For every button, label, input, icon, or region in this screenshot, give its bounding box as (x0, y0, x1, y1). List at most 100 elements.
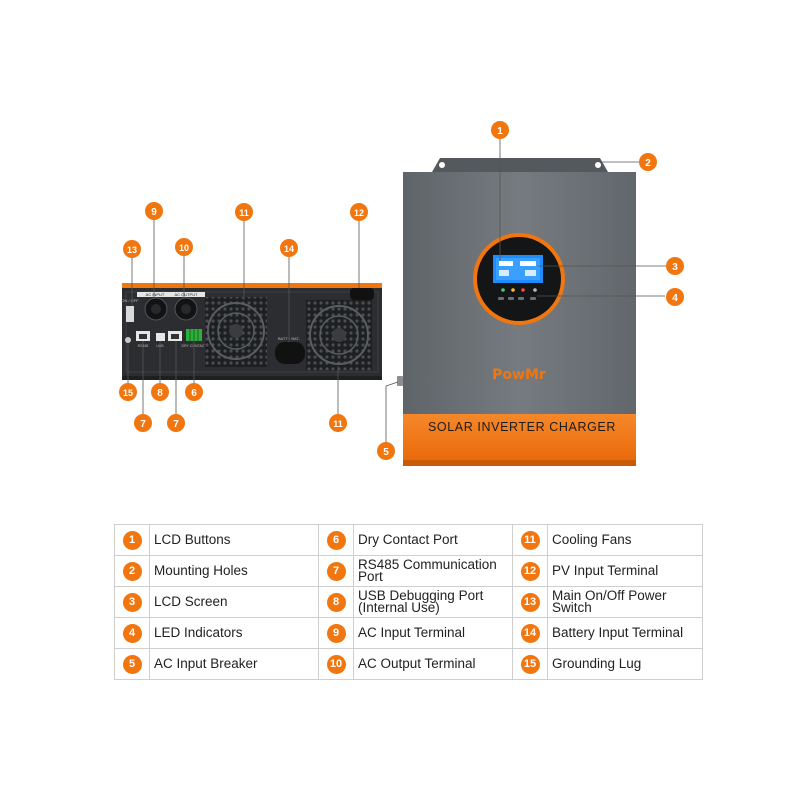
legend-number-cell: 2 (114, 555, 150, 587)
callout-7b-num: 7 (173, 419, 179, 430)
legend-number-cell: 15 (512, 648, 548, 680)
ac-input-breaker (397, 376, 403, 386)
callout-5: 5 (377, 442, 395, 460)
front-view: SOLAR INVERTER CHARGER PowMr (397, 158, 636, 466)
callout-11b: 11 (329, 414, 347, 432)
legend-label: LCD Screen (149, 586, 319, 618)
usb-port (156, 333, 165, 341)
pv-input-terminal (350, 288, 374, 300)
callout-5-num: 5 (383, 447, 389, 458)
legend-label: USB Debugging Port (Internal Use) (353, 586, 513, 618)
grounding-lug (125, 337, 131, 343)
callout-8: 8 (151, 383, 169, 401)
callout-7b: 7 (167, 414, 185, 432)
callout-7a-num: 7 (140, 419, 146, 430)
cooling-fan-right-hub (332, 328, 346, 342)
ac-output-label: AC OUTPUT (174, 292, 198, 297)
legend-number-badge: 12 (520, 561, 540, 581)
mounting-hole-right (595, 162, 601, 168)
legend-number-badge: 9 (326, 623, 346, 643)
lcd-button-4 (530, 297, 536, 300)
cooling-fan-left-ring (207, 302, 265, 360)
callout-10: 10 (175, 238, 193, 256)
on-off-switch (126, 306, 134, 322)
lcd-button-2 (508, 297, 514, 300)
ac-output-terminal-core (181, 304, 191, 314)
callout-14-num: 14 (284, 244, 294, 254)
rear-bottom-plate (122, 376, 382, 380)
legend-number-cell: 4 (114, 617, 150, 649)
callout-7a: 7 (134, 414, 152, 432)
legend-number-cell: 12 (512, 555, 548, 587)
legend-number-badge: 13 (520, 592, 540, 612)
callout-10-num: 10 (179, 243, 189, 253)
legend-number-badge: 5 (122, 654, 142, 674)
legend-label: LED Indicators (149, 617, 319, 649)
legend-label: Cooling Fans (547, 524, 703, 556)
rear-panel-frame (125, 291, 379, 373)
led-indicator-2 (511, 288, 515, 292)
legend-label: Dry Contact Port (353, 524, 513, 556)
lcd-button-3 (518, 297, 524, 300)
callout-2-num: 2 (645, 158, 651, 169)
callout-15: 15 (119, 383, 137, 401)
cooling-fan-right-ring (309, 305, 369, 365)
legend-number-cell: 6 (318, 524, 354, 556)
callout-8-num: 8 (157, 388, 163, 399)
legend-label: AC Input Terminal (353, 617, 513, 649)
legend-number-cell: 1 (114, 524, 150, 556)
legend-label: AC Output Terminal (353, 648, 513, 680)
lcd-segment-4 (525, 270, 536, 276)
rs485-port-2-socket (171, 334, 179, 339)
callout-6-num: 6 (191, 388, 197, 399)
legend-label: PV Input Terminal (547, 555, 703, 587)
callout-4-num: 4 (672, 293, 678, 304)
legend-number-badge: 6 (326, 530, 346, 550)
callout-15-num: 15 (123, 388, 133, 398)
ac-input-label: AC INPUT (146, 292, 165, 297)
lcd-segment-2 (520, 261, 536, 266)
callout-12: 12 (350, 203, 368, 221)
legend-number-cell: 11 (512, 524, 548, 556)
ac-input-terminal-core (151, 304, 161, 314)
inverter-base-shadow (403, 460, 636, 466)
legend-number-badge: 14 (520, 623, 540, 643)
callout-12-num: 12 (354, 208, 364, 218)
dry-contact-label: DRY CONTACT (182, 344, 208, 348)
legend-number-badge: 10 (326, 654, 346, 674)
legend-number-cell: 9 (318, 617, 354, 649)
callout-11b-num: 11 (333, 419, 343, 429)
mounting-bracket (432, 158, 608, 172)
battery-terminal (275, 342, 305, 364)
callout-11a-num: 11 (239, 208, 249, 218)
legend-number-badge: 8 (326, 592, 346, 612)
rear-leader-lines (127, 220, 360, 414)
inverter-orange-base (403, 414, 636, 462)
cooling-fan-left-hub (229, 324, 243, 338)
cooling-fan-left-inner-ring (217, 312, 255, 350)
front-panel-label: SOLAR INVERTER CHARGER (428, 420, 616, 434)
front-leader-lines (385, 138, 666, 448)
legend-number-cell: 7 (318, 555, 354, 587)
legend-number-badge: 2 (122, 561, 142, 581)
legend-number-badge: 7 (326, 561, 346, 581)
ac-terminal-label-strip (137, 292, 205, 297)
led-indicator-1 (501, 288, 505, 292)
callout-11a: 11 (235, 203, 253, 221)
legend-number-cell: 14 (512, 617, 548, 649)
callout-13: 13 (123, 240, 141, 258)
callout-3: 3 (666, 257, 684, 275)
led-indicator-3 (521, 288, 525, 292)
on-off-label: ON / OFF (121, 298, 139, 303)
rear-panel-view: ON / OFF AC INPUT AC OUTPUT RS485 USB DR… (121, 283, 382, 380)
callout-2: 2 (639, 153, 657, 171)
leader-5b (385, 381, 399, 387)
legend-label: RS485 Communication Port (353, 555, 513, 587)
callout-1: 1 (491, 121, 509, 139)
legend-number-cell: 8 (318, 586, 354, 618)
mounting-hole-left (439, 162, 445, 168)
